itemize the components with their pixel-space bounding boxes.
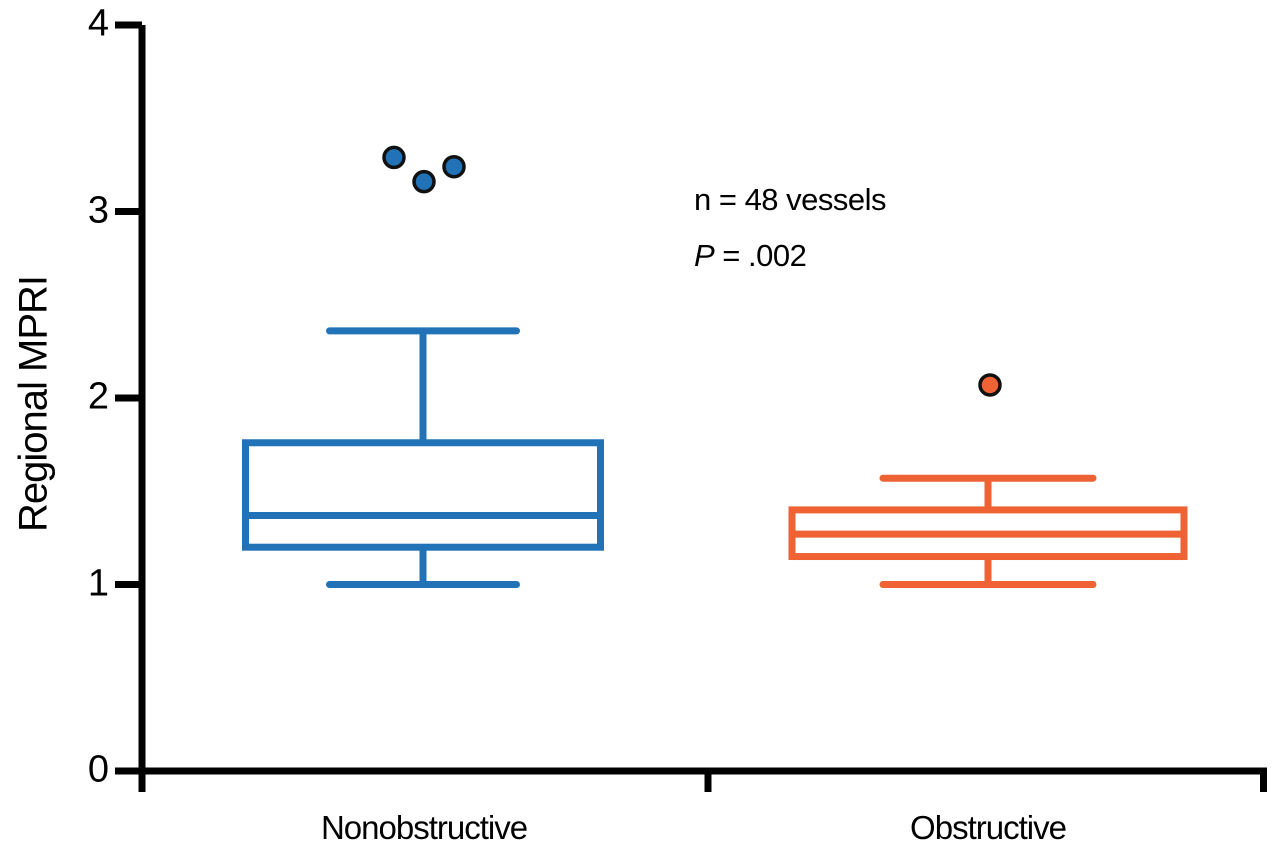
p-value-rest: = .002: [714, 238, 807, 273]
annotation-p-value: P = .002: [694, 228, 886, 284]
outlier-point-nonobstructive: [412, 169, 436, 194]
x-category-label-nonobstructive: Nonobstructive: [320, 809, 528, 846]
y-tick-label: 4: [87, 2, 109, 45]
y-tick-label: 2: [87, 375, 109, 418]
y-tick-label: 3: [87, 188, 109, 231]
outlier-point-nonobstructive: [442, 154, 466, 179]
outlier-point-obstructive: [978, 373, 1002, 397]
outlier-point-nonobstructive: [382, 145, 406, 170]
y-tick-label: 1: [87, 561, 109, 604]
stats-annotation: n = 48 vessels P = .002: [694, 172, 887, 284]
annotation-n-vessels: n = 48 vessels: [694, 182, 887, 217]
box-nonobstructive: [242, 439, 604, 551]
p-value-italic-label: P: [694, 238, 715, 273]
x-category-label-obstructive: Obstructive: [910, 809, 1067, 846]
y-tick-label: 0: [87, 748, 109, 791]
